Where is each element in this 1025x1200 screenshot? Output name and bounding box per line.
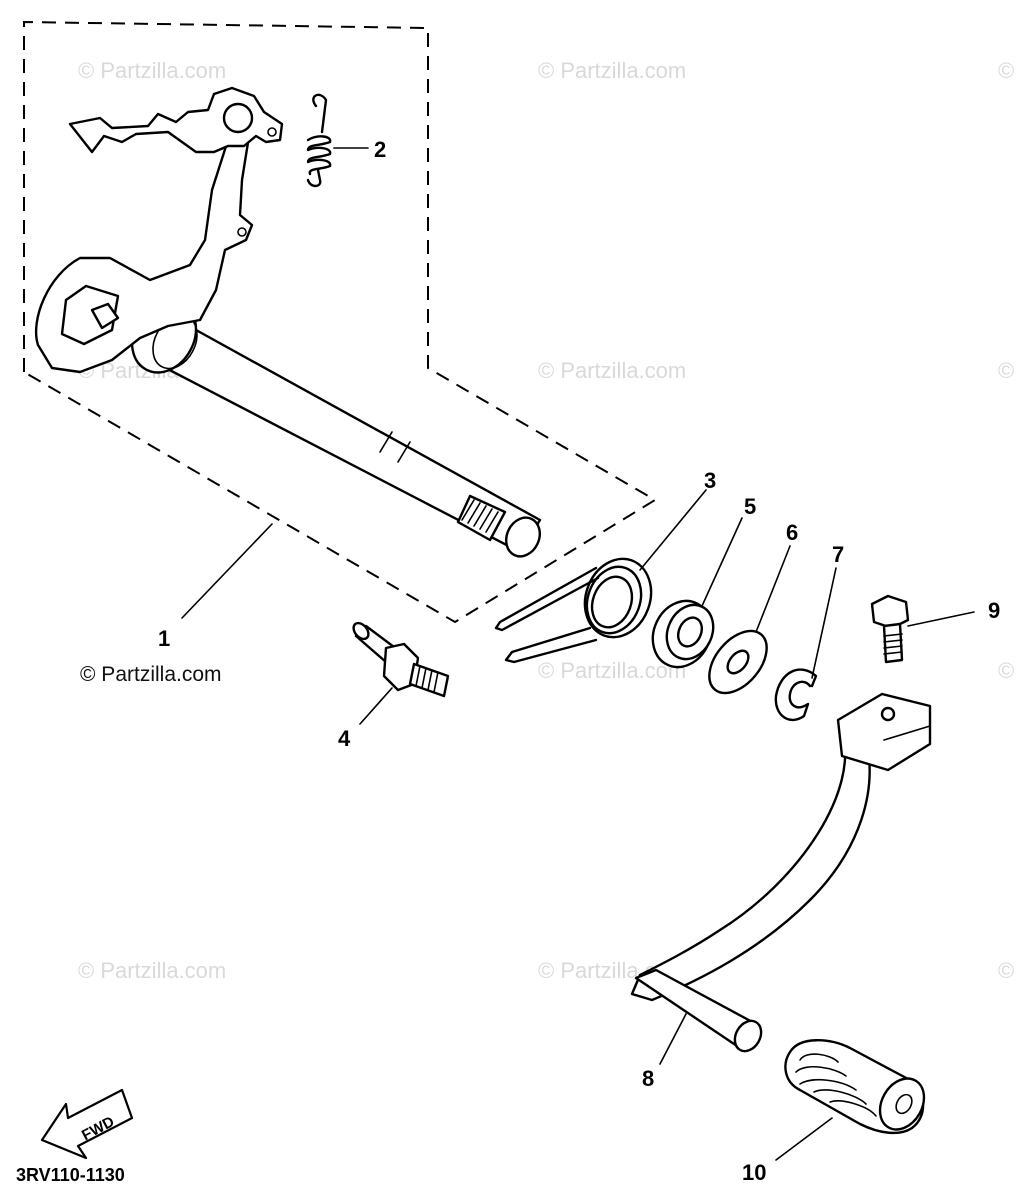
circlip[interactable]: [774, 668, 818, 722]
return-spring[interactable]: [494, 549, 662, 664]
leader-6: [755, 545, 791, 633]
spring-hook-bottom: [306, 168, 322, 188]
callout-2: 2: [374, 137, 386, 162]
leader-9: [907, 611, 975, 627]
bolt-head: [870, 594, 910, 630]
clamp-slit: [883, 725, 931, 741]
arm-pivot-hole: [222, 102, 254, 134]
leader-7: [811, 567, 837, 679]
callout-8: 8: [642, 1066, 654, 1091]
bolt-pin-end: [352, 621, 370, 641]
arm-plate-hole: [237, 227, 247, 237]
callout-4: 4: [338, 726, 351, 751]
leader-8: [659, 1013, 687, 1065]
callout-10: 10: [742, 1160, 766, 1185]
callout-9: 9: [988, 598, 1000, 623]
stopper-bolt[interactable]: [351, 620, 450, 698]
watermark: © Partzilla.com: [78, 58, 226, 83]
partzilla-credit: © Partzilla.com: [80, 663, 222, 686]
leader-5: [701, 517, 743, 607]
watermark: ©: [998, 658, 1014, 683]
oil-seal[interactable]: [642, 591, 722, 676]
callout-5: 5: [744, 494, 756, 519]
watermark: ©: [998, 358, 1014, 383]
rubber-end: [878, 1077, 926, 1131]
washer-hole: [726, 649, 750, 675]
watermark: © Partzilla.com: [78, 958, 226, 983]
shift-pedal[interactable]: [630, 692, 932, 1056]
assembly-boundary: [23, 20, 657, 624]
leader-4: [359, 687, 393, 725]
spring-leg-lower: [504, 626, 598, 664]
bolt-thread-lines: [883, 633, 903, 655]
bolt-thread: [408, 662, 450, 698]
washer[interactable]: [698, 620, 778, 703]
diagram-code: 3RV110-1130: [16, 1165, 125, 1185]
callout-7: 7: [832, 542, 844, 567]
leader-10: [775, 1117, 833, 1161]
spring-coils: [306, 135, 332, 176]
rubber-hole: [895, 1093, 913, 1115]
rubber-ribs: [795, 1053, 877, 1117]
shift-shaft-assembly[interactable]: [34, 86, 546, 562]
callout-3: 3: [704, 468, 716, 493]
watermark: ©: [998, 958, 1014, 983]
callout-6: 6: [786, 520, 798, 545]
spring-coil-inner: [590, 575, 634, 629]
arm-small-hole: [267, 127, 277, 137]
spline-lines: [461, 499, 499, 533]
watermark: © Partzilla.com: [538, 358, 686, 383]
shift-arm-upper: [68, 86, 284, 154]
spring-leg-upper: [494, 566, 600, 632]
pawl: [90, 302, 120, 330]
leader-lines: [181, 147, 975, 1161]
pedal-clamp: [836, 692, 932, 772]
circlip-body: [774, 668, 818, 722]
pedal-arm: [630, 728, 871, 1002]
leader-3: [639, 489, 707, 571]
bolt-shank: [882, 622, 904, 664]
torsion-spring-small[interactable]: [306, 93, 332, 188]
leader-1: [181, 523, 273, 619]
bolt-thread-lines: [415, 665, 439, 693]
callout-1: 1: [158, 626, 170, 651]
seal-bore: [676, 616, 704, 648]
shaft-end: [505, 516, 541, 558]
watermark: © Partzilla.com: [538, 58, 686, 83]
spring-hook-top: [312, 93, 328, 134]
pawl-slot: [60, 284, 120, 346]
fwd-arrow: FWD: [40, 1088, 134, 1160]
watermark: ©: [998, 58, 1014, 83]
pedal-bolt[interactable]: [870, 594, 910, 664]
clamp-bolt-hole: [880, 706, 896, 722]
shaft-groove: [379, 431, 411, 463]
pedal-rubber[interactable]: [784, 1039, 932, 1137]
peg-end: [733, 1019, 763, 1053]
fwd-arrow-icon: [40, 1088, 134, 1160]
